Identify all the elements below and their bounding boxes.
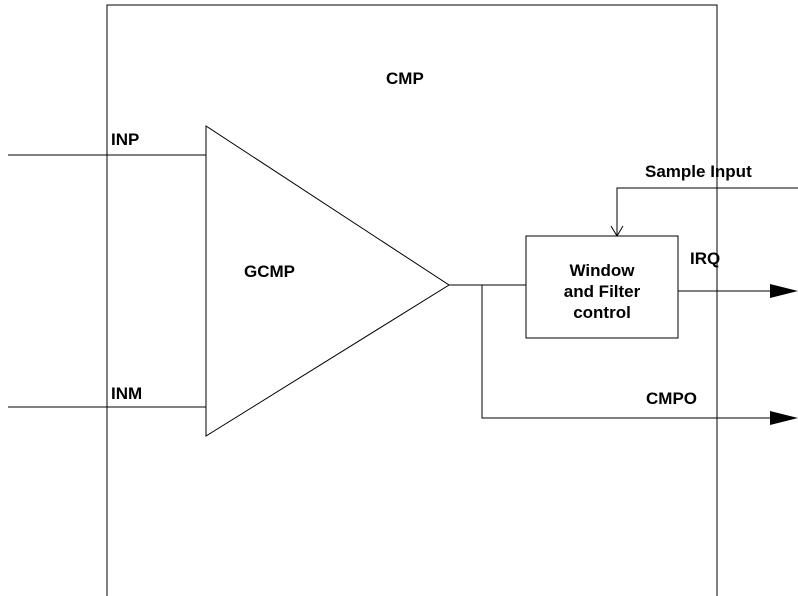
sample-input-wire bbox=[616, 187, 798, 236]
irq-label: IRQ bbox=[690, 249, 720, 268]
sample-input-arrowhead bbox=[610, 225, 624, 237]
window-label-line1: Window bbox=[570, 261, 636, 280]
sample-input-label: Sample Input bbox=[645, 162, 752, 181]
window-label-line2: and Filter bbox=[564, 282, 641, 301]
cmp-title: CMP bbox=[386, 69, 424, 88]
cmp-block-outline bbox=[106, 4, 718, 596]
cmpo-branch-wire bbox=[481, 285, 770, 419]
irq-arrowhead bbox=[770, 284, 798, 298]
cmpo-label: CMPO bbox=[646, 389, 697, 408]
inp-label: INP bbox=[111, 130, 139, 149]
window-label-line3: control bbox=[573, 303, 631, 322]
cmpo-arrowhead bbox=[770, 411, 798, 425]
gcmp-label: GCMP bbox=[244, 262, 295, 281]
inm-label: INM bbox=[111, 384, 142, 403]
window-filter-control-box bbox=[525, 235, 679, 339]
gcmp-comparator-triangle bbox=[205, 125, 450, 437]
